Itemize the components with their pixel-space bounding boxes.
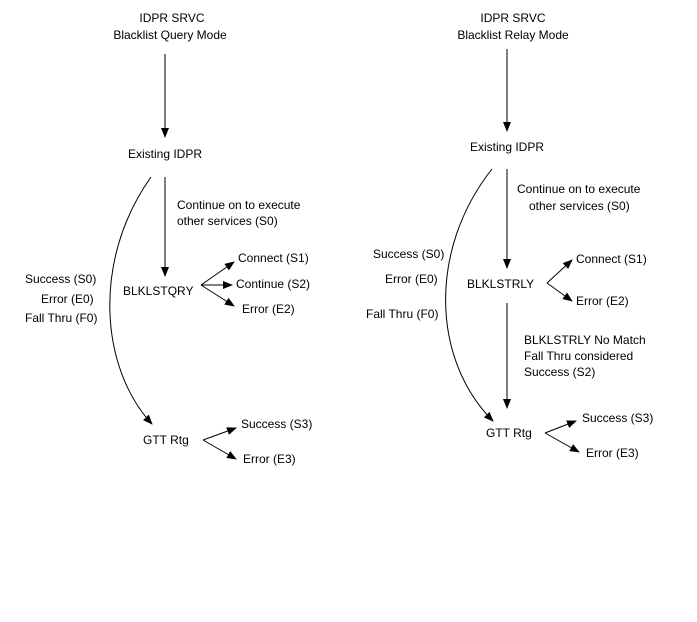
left-existing-idpr: Existing IDPR: [128, 147, 202, 161]
right-gtt-error: Error (E3): [586, 446, 639, 460]
left-continue-line2: other services (S0): [177, 214, 278, 228]
right-title-line2: Blacklist Relay Mode: [457, 28, 569, 42]
right-gtt-rtg: GTT Rtg: [486, 426, 532, 440]
right-arrow-to-connect: [546, 259, 573, 284]
right-side-success: Success (S0): [373, 247, 444, 261]
left-branch-connect: Connect (S1): [238, 251, 309, 265]
right-arrow-to-error-e2: [546, 282, 573, 302]
right-branch-connect: Connect (S1): [576, 252, 647, 266]
left-arrow-to-connect: [200, 261, 235, 286]
right-existing-idpr: Existing IDPR: [470, 140, 544, 154]
left-arrow-to-error-e2: [200, 284, 235, 307]
right-title-line1: IDPR SRVC: [480, 11, 545, 25]
left-branch-error: Error (E2): [242, 302, 295, 316]
right-blklstrly-node: BLKLSTRLY: [467, 277, 534, 291]
left-side-fallthru: Fall Thru (F0): [25, 311, 97, 325]
right-curve-arrow-to-gtt: [445, 168, 494, 422]
right-continue-line1: Continue on to execute: [517, 182, 641, 196]
right-arrow-to-success-s3: [544, 420, 577, 434]
left-side-success: Success (S0): [25, 272, 96, 286]
left-blklstqry-node: BLKLSTQRY: [123, 284, 193, 298]
left-branch-continue: Continue (S2): [236, 277, 310, 291]
right-gtt-success: Success (S3): [582, 411, 653, 425]
right-nomatch-line2: Fall Thru considered: [524, 349, 633, 363]
left-arrow-to-success-s3: [202, 427, 237, 441]
right-branch-error: Error (E2): [576, 294, 629, 308]
relay-mode-diagram: IDPR SRVC Blacklist Relay Mode Existing …: [366, 11, 653, 460]
left-gtt-rtg: GTT Rtg: [143, 433, 189, 447]
left-arrow-to-error-e3: [202, 439, 237, 460]
left-title-line2: Blacklist Query Mode: [113, 28, 227, 42]
left-title-line1: IDPR SRVC: [139, 11, 204, 25]
left-curve-arrow-to-gtt: [109, 176, 153, 425]
left-gtt-error: Error (E3): [243, 452, 296, 466]
query-mode-diagram: IDPR SRVC Blacklist Query Mode Existing …: [25, 11, 312, 466]
right-continue-line2: other services (S0): [529, 199, 630, 213]
right-side-error: Error (E0): [385, 272, 438, 286]
right-side-fallthru: Fall Thru (F0): [366, 307, 438, 321]
left-continue-line1: Continue on to execute: [177, 198, 301, 212]
left-gtt-success: Success (S3): [241, 417, 312, 431]
right-nomatch-line1: BLKLSTRLY No Match: [524, 333, 646, 347]
left-side-error: Error (E0): [41, 292, 94, 306]
right-nomatch-line3: Success (S2): [524, 365, 595, 379]
right-arrow-to-error-e3: [544, 432, 580, 453]
